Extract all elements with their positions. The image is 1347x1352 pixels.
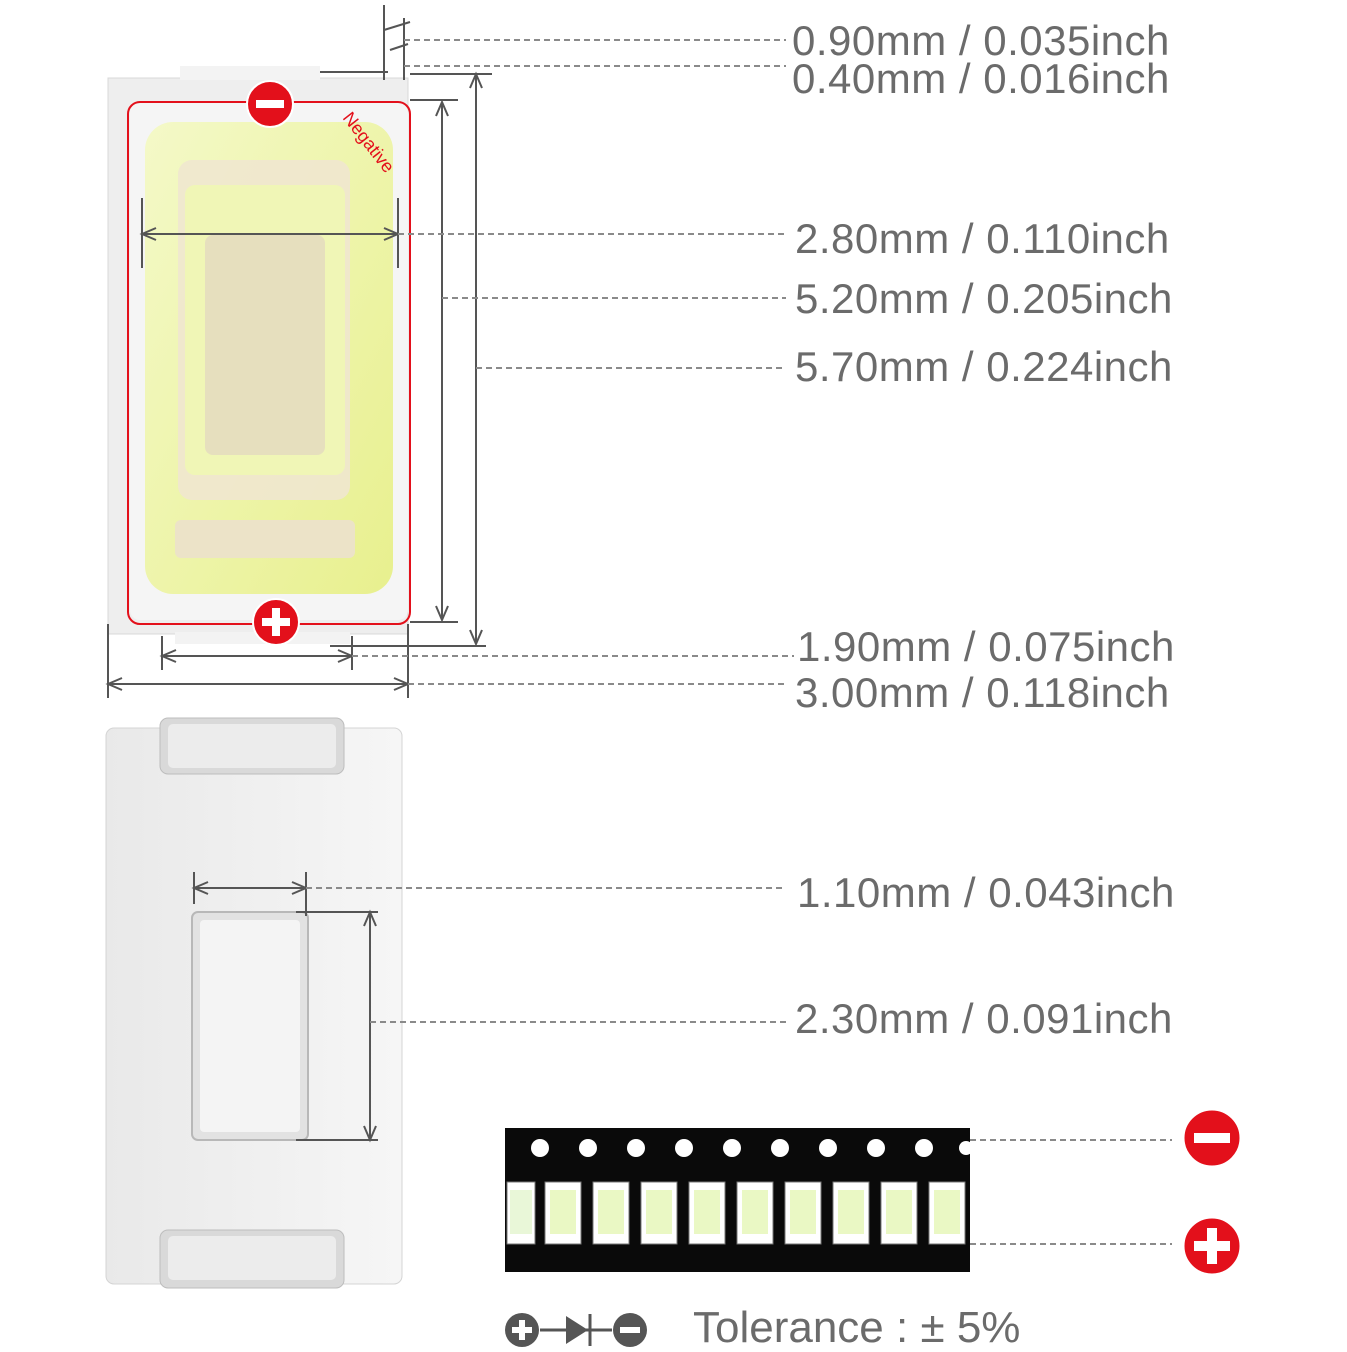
led-top-view [107, 66, 411, 644]
dim-label-0-40mm: 0.40mm / 0.016inch [792, 55, 1170, 102]
led-reel-strip [505, 1128, 973, 1272]
minus-circle-icon [246, 80, 294, 128]
plus-circle-icon [252, 598, 300, 646]
dim-label-0-90mm: 0.90mm / 0.035inch [792, 17, 1170, 64]
sprocket-holes [531, 1139, 973, 1157]
dim-label-3-00mm: 3.00mm / 0.118inch [795, 669, 1170, 716]
dim-label-2-80mm: 2.80mm / 0.110inch [795, 215, 1170, 262]
dimension-lines-bottom [191, 872, 378, 1143]
dim-label-5-70mm: 5.70mm / 0.224inch [795, 343, 1173, 390]
dim-label-5-20mm: 5.20mm / 0.205inch [795, 275, 1173, 322]
diode-symbol-icon [505, 1313, 647, 1347]
led-bottom-view [105, 717, 403, 1289]
tape-leds [506, 1181, 966, 1245]
dim-label-2-30mm: 2.30mm / 0.091inch [795, 995, 1173, 1042]
leader-lines-bottom [306, 887, 1172, 1245]
leader-lines-top [352, 39, 794, 685]
tolerance-label: Tolerance : ± 5% [693, 1303, 1021, 1352]
dim-label-1-90mm: 1.90mm / 0.075inch [797, 623, 1175, 670]
tape-minus-circle-icon [1181, 1107, 1243, 1169]
dimension-lines-top [105, 5, 492, 698]
dim-label-1-10mm: 1.10mm / 0.043inch [797, 869, 1175, 916]
tape-plus-circle-icon [1181, 1215, 1243, 1277]
